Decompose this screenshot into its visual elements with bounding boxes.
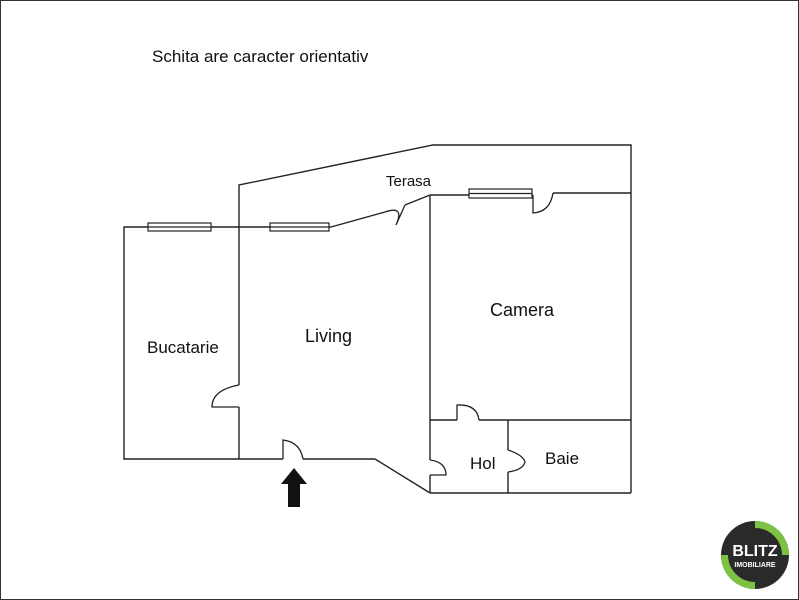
bedroom-door-swing xyxy=(532,192,554,214)
terrace-wall xyxy=(238,144,632,227)
logo-badge xyxy=(721,521,789,589)
bath-door-swing xyxy=(507,449,526,473)
kitchen-door-swing xyxy=(211,384,240,408)
living-window xyxy=(269,222,330,232)
up-arrow-icon xyxy=(281,468,307,507)
kitchen-window xyxy=(147,222,212,232)
terrace-door-swing xyxy=(384,204,406,226)
bedroom-window xyxy=(468,188,533,199)
blitz-imobiliare-logo: BLITZ IMOBILIARE xyxy=(719,519,791,591)
bedroom-hall-door-swing xyxy=(456,404,480,421)
logo-text-imobiliare: IMOBILIARE xyxy=(734,562,776,569)
logo-ring-accent xyxy=(755,521,789,555)
disclaimer-note: Schita are caracter orientativ xyxy=(152,47,369,66)
entrance-door-swing xyxy=(282,439,304,460)
label-hol: Hol xyxy=(470,454,496,473)
label-baie: Baie xyxy=(545,449,579,468)
label-living: Living xyxy=(305,326,352,346)
hall-door-swing xyxy=(429,459,447,476)
label-bucatarie: Bucatarie xyxy=(147,338,219,357)
label-terasa: Terasa xyxy=(386,173,432,190)
logo-text-blitz: BLITZ xyxy=(732,543,778,560)
label-camera: Camera xyxy=(490,300,555,320)
